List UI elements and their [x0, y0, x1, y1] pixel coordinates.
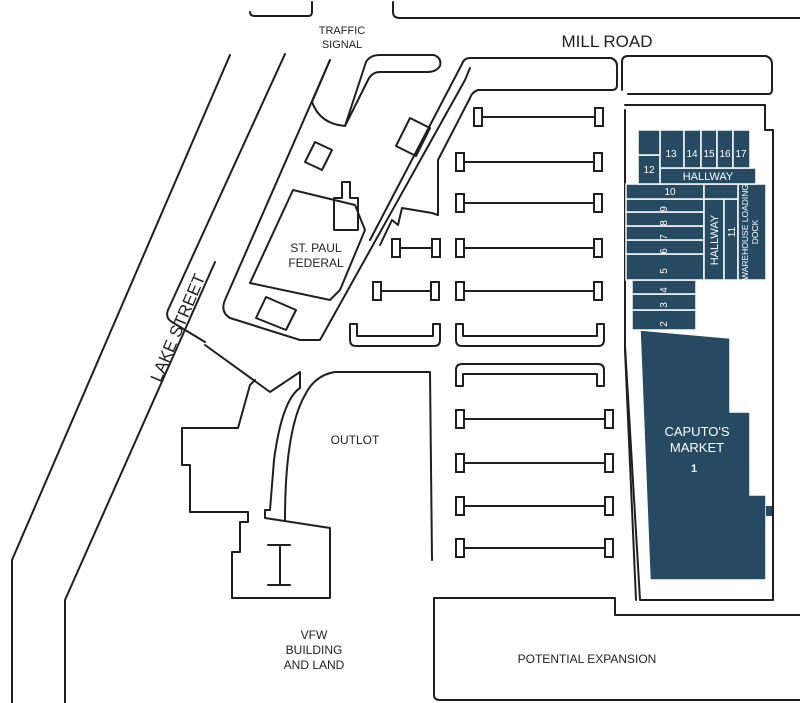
parking-row — [391, 238, 603, 258]
unit-11-top — [703, 183, 739, 200]
median-curb-upper — [311, 54, 442, 127]
warehouse-label-2: DOCK — [750, 219, 760, 244]
unit-7-label: 7 — [659, 234, 670, 240]
unit-12-label: 12 — [643, 165, 655, 176]
island-top-right — [395, 117, 431, 157]
unit-1-caputos-market[interactable] — [639, 329, 767, 581]
unit-15-label: 15 — [703, 149, 715, 160]
unit-17-label: 17 — [735, 149, 747, 160]
parking-island-u — [349, 323, 441, 347]
st-paul-parcel — [249, 189, 366, 301]
unit-13-base — [637, 129, 661, 156]
parking-rows — [349, 107, 614, 558]
lake-street-east-edge — [166, 53, 286, 343]
parking-row — [455, 538, 614, 558]
unit-1-label-num: 1 — [691, 463, 697, 475]
potential-expansion-label: POTENTIAL EXPANSION — [518, 652, 657, 666]
shopping-center-building — [625, 129, 772, 581]
island-top-left — [304, 141, 333, 171]
caputos-door — [766, 506, 772, 516]
parking-row — [455, 152, 603, 172]
unit-6-label: 6 — [659, 248, 670, 254]
vfw-label-1: VFW — [301, 628, 328, 642]
warehouse-label-1: WAREHOUSE LOADING — [740, 184, 750, 280]
road-lines — [11, 1, 800, 703]
parking-row — [473, 107, 604, 127]
unit-11-label: 11 — [727, 226, 738, 237]
unit-16-label: 16 — [719, 149, 731, 160]
vfw-building-icon — [267, 544, 291, 586]
unit-11[interactable] — [723, 198, 739, 281]
mill-road-curb-right — [392, 1, 800, 19]
traffic-signal-label-2: SIGNAL — [322, 39, 362, 51]
expansion-parcel — [433, 597, 800, 701]
unit-2-label: 2 — [659, 321, 670, 327]
parking-row — [455, 453, 614, 473]
unit-labels: CAPUTO'S MARKET 1 2 3 4 5 6 7 8 9 10 HAL… — [643, 149, 760, 475]
parking-row — [455, 496, 614, 516]
unit-4-label: 4 — [659, 287, 670, 293]
parking-island-u — [455, 323, 605, 347]
mill-road-curb-right-island — [621, 55, 773, 95]
outlot-parcel-edge — [181, 344, 331, 599]
vfw-label-3: AND LAND — [284, 658, 345, 672]
st-paul-label-2: FEDERAL — [288, 256, 344, 270]
parking-row — [372, 281, 603, 301]
unit-14-label: 14 — [686, 149, 698, 160]
median-curb-east — [222, 59, 471, 341]
map-labels: TRAFFIC SIGNAL MILL ROAD LAKE STREET ST.… — [147, 25, 657, 672]
unit-1-label-name-2: MARKET — [670, 440, 724, 455]
drive-lane-step — [379, 207, 439, 246]
outlot-inner-edge — [284, 371, 433, 561]
parking-row — [455, 409, 614, 429]
hallway-top-label: HALLWAY — [683, 171, 734, 183]
st-paul-label-1: ST. PAUL — [290, 241, 341, 255]
unit-3-label: 3 — [659, 302, 670, 308]
st-paul-building — [333, 181, 359, 231]
east-lot-inner — [624, 109, 637, 601]
warehouse-loading-dock — [737, 183, 767, 281]
unit-13-label: 13 — [665, 149, 677, 160]
parking-row — [455, 193, 603, 213]
east-lot-edge — [624, 104, 774, 601]
vfw-label-2: BUILDING — [286, 643, 343, 657]
unit-1-label-name-1: CAPUTO'S — [664, 424, 729, 439]
hallway-vertical-label: HALLWAY — [709, 214, 721, 265]
mill-road-label: MILL ROAD — [561, 32, 652, 51]
unit-5-label: 5 — [659, 268, 670, 274]
unit-8-label: 8 — [659, 220, 670, 226]
unit-9-label: 9 — [659, 206, 670, 212]
lake-street-inner-edge — [64, 261, 216, 703]
drive-lane-west — [369, 57, 618, 241]
unit-5[interactable] — [625, 253, 705, 281]
island-bottom — [255, 296, 297, 331]
unit-17[interactable] — [732, 129, 751, 169]
unit-10-label: 10 — [664, 187, 676, 198]
traffic-signal-label-1: TRAFFIC — [319, 25, 365, 37]
lake-street-west-edge — [11, 54, 231, 703]
parking-island-n — [455, 363, 605, 387]
mill-road-curb-left — [249, 1, 313, 17]
outlot-label: OUTLOT — [331, 433, 380, 447]
